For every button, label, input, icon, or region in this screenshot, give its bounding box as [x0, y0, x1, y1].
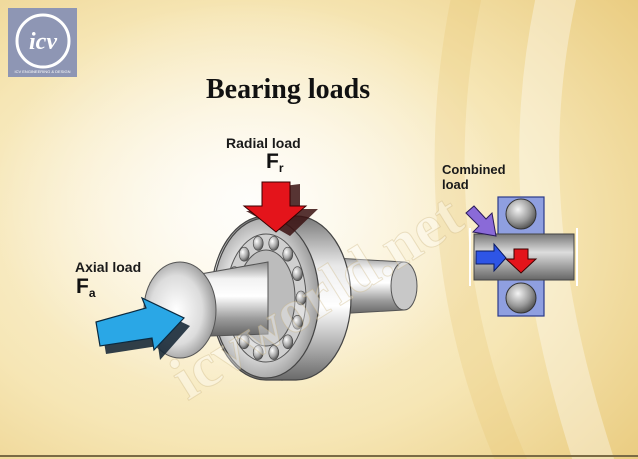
- axial-subscript: a: [88, 286, 96, 300]
- axial-load-label: Axial load: [75, 259, 142, 275]
- bearing-roller: [282, 246, 294, 262]
- icv-logo-icon: icv: [15, 13, 71, 69]
- combined-load-line2: load: [442, 177, 469, 192]
- axial-load-arrow: [95, 296, 185, 352]
- bearing-ball-bottom: [505, 282, 537, 314]
- radial-symbol: F: [266, 150, 279, 173]
- page-title: Bearing loads: [206, 74, 371, 105]
- bearing-roller: [292, 314, 303, 330]
- bearing-roller: [268, 345, 280, 360]
- radial-load-arrow: [242, 181, 308, 233]
- bearing-ball-top: [505, 198, 537, 230]
- axial-symbol: F: [76, 275, 89, 298]
- bearing-roller: [295, 290, 307, 306]
- radial-subscript: r: [278, 161, 284, 175]
- radial-load-label: Radial load: [226, 135, 301, 151]
- combined-radial-arrow: [504, 248, 538, 274]
- radial-load-symbol: Fr: [266, 150, 284, 175]
- bearing-roller: [238, 246, 250, 262]
- bearing-roller: [282, 334, 294, 350]
- bearing-roller: [292, 266, 303, 282]
- logo-mark-text: icv: [29, 29, 57, 55]
- bearing-roller: [252, 345, 264, 360]
- combined-load-label: Combined load: [442, 162, 506, 192]
- bearing-roller: [252, 236, 264, 251]
- bearing-roller: [268, 236, 280, 251]
- company-logo: icv ICV ENGINEERING & DESIGN: [8, 8, 77, 77]
- combined-bearing-diagram: [465, 196, 578, 317]
- axial-load-symbol: Fa: [76, 275, 96, 300]
- logo-tagline: ICV ENGINEERING & DESIGN: [14, 69, 71, 74]
- shaft-end-face: [390, 261, 418, 311]
- combined-load-line1: Combined: [442, 162, 506, 177]
- combined-axial-arrow: [475, 242, 507, 273]
- combined-load-arrow: [465, 205, 497, 237]
